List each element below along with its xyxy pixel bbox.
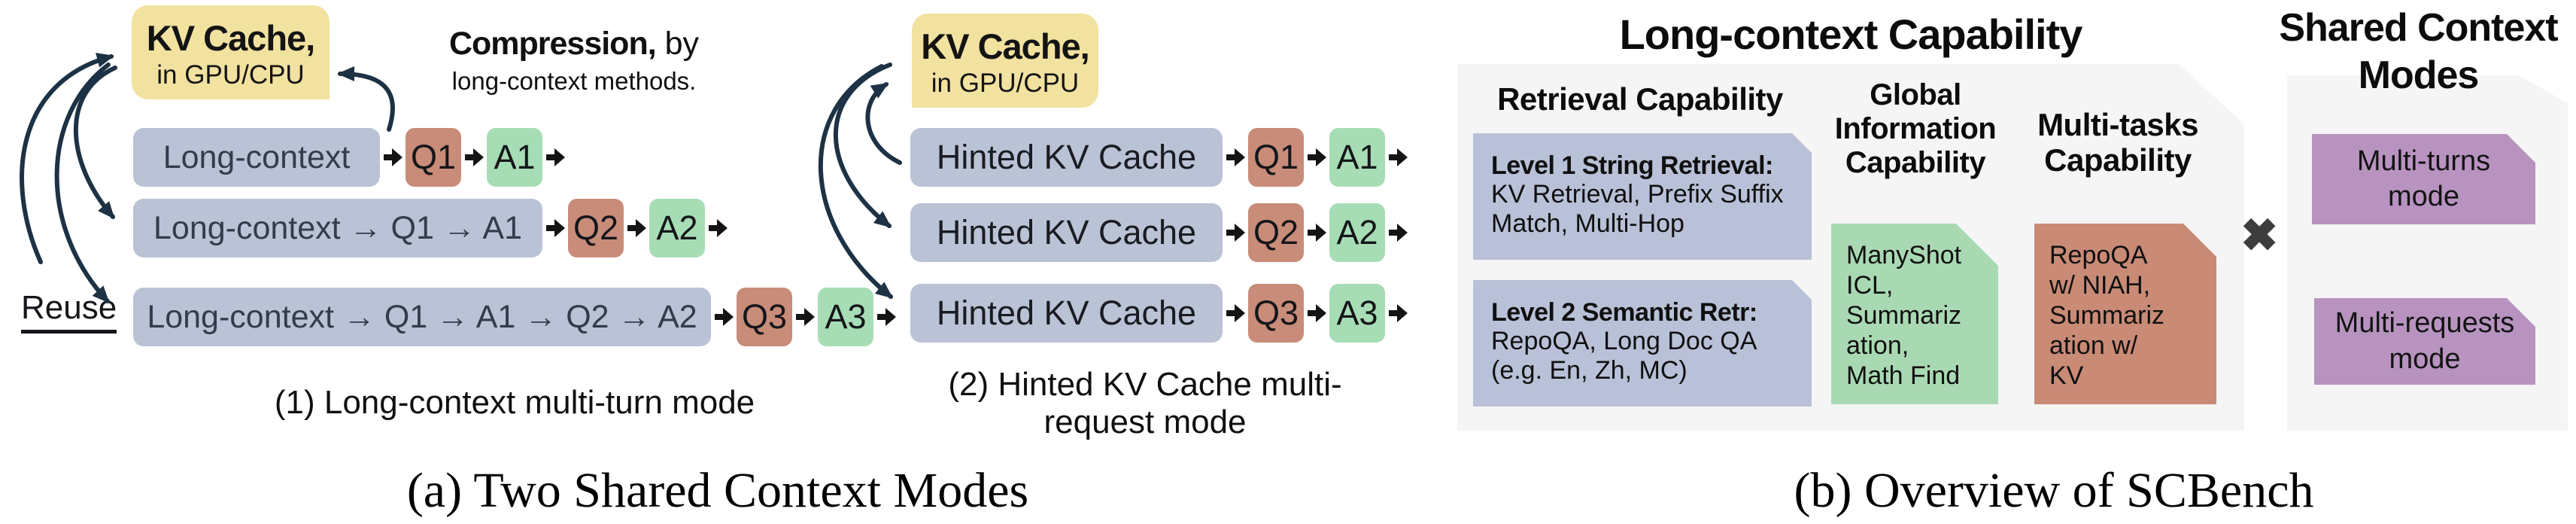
compression-line1: Compression, by [356, 26, 792, 62]
context-row: Hinted KV Cache Q2 A2 [910, 203, 1411, 262]
cache-to-request2-arrow [834, 62, 892, 228]
cache-to-request3-arrow [818, 64, 894, 299]
context-row: Long-context Q1 A1 [133, 128, 568, 187]
question-box: Q3 [1248, 284, 1304, 343]
context-box: Long-context → Q1 → A1 → Q2 → A2 [133, 288, 711, 346]
shared-modes-title: Shared Context Modes [2279, 6, 2558, 98]
compression-note: Compression, by long-context methods. [356, 26, 792, 96]
multi-turns-mode-box: Multi-turns mode [2312, 134, 2535, 224]
arrow-icon [1305, 203, 1328, 262]
figure-caption-a: (a) Two Shared Context Modes [406, 463, 1029, 518]
multi-tasks-box: RepoQA w/ NIAH, Summariz ation w/ KV [2034, 224, 2216, 404]
answer-box: A1 [1329, 128, 1385, 187]
level2-tasks: RepoQA, Long Doc QA (e.g. En, Zh, MC) [1491, 327, 1756, 385]
level1-tasks: KV Retrieval, Prefix Suffix Match, Multi… [1491, 180, 1784, 238]
overview-title: Long-context Capability [1619, 11, 2083, 58]
multi-requests-mode-box: Multi-requests mode [2314, 298, 2535, 385]
context-row: Long-context → Q1 → A1 Q2 A2 [133, 199, 731, 257]
arrow-icon [463, 128, 485, 187]
kv-cache-title: KV Cache, [921, 26, 1089, 66]
arrow-icon [1387, 203, 1409, 262]
context-row: Long-context → Q1 → A1 → Q2 → A2 Q3 A3 [133, 288, 899, 346]
kv-cache-box-2: KV Cache, in GPU/CPU [912, 14, 1098, 108]
arrow-icon [1305, 128, 1328, 187]
cache-to-turn3-arrow [54, 62, 111, 303]
reuse-label: Reuse [21, 289, 117, 334]
arrow-icon [544, 128, 567, 187]
question-box: Q2 [568, 199, 624, 257]
answer-box: A2 [649, 199, 705, 257]
compression-bold: Compression, [448, 26, 657, 62]
compression-rest: by [655, 26, 700, 62]
context-row: Hinted KV Cache Q3 A3 [910, 284, 1411, 343]
kv-cache-subtitle: in GPU/CPU [156, 60, 305, 90]
arrow-icon [712, 288, 735, 346]
arrow-icon [1387, 128, 1409, 187]
global-information-tasks-box: ManyShot ICL, Summariz ation, Math Find [1831, 224, 1998, 404]
compression-line2: long-context methods. [451, 67, 697, 95]
context-box: Long-context → Q1 → A1 [133, 199, 542, 257]
level1-title: Level 1 String Retrieval: [1491, 151, 1773, 180]
cache-to-turn2-arrow [74, 66, 117, 220]
reuse-to-cache-arrow [20, 53, 114, 264]
level1-string-retrieval-box: Level 1 String Retrieval: KV Retrieval, … [1473, 133, 1812, 260]
arrow-icon [794, 288, 816, 346]
mode-caption-2-line2: request mode [1043, 404, 1247, 440]
column-header-retrieval: Retrieval Capability [1497, 81, 1783, 117]
context-box: Hinted KV Cache [910, 203, 1223, 262]
level2-semantic-retrieval-box: Level 2 Semantic Retr: RepoQA, Long Doc … [1473, 280, 1812, 407]
request1-to-cache-arrow [865, 82, 902, 165]
arrow-icon [1224, 284, 1247, 343]
answer-box: A2 [1329, 203, 1385, 262]
context-row: Hinted KV Cache Q1 A1 [910, 128, 1411, 187]
arrow-icon [1387, 284, 1409, 343]
arrow-icon [1224, 128, 1247, 187]
mode-caption-2-line1: (2) Hinted KV Cache multi- [948, 366, 1342, 403]
column-header-global-information: Global Information Capability [1834, 78, 1997, 179]
answer-box: A1 [487, 128, 542, 187]
answer-box: A3 [1329, 284, 1385, 343]
column-header-multi-tasks: Multi-tasks Capability [2037, 107, 2198, 178]
question-box: Q2 [1248, 203, 1304, 262]
kv-cache-subtitle: in GPU/CPU [931, 69, 1080, 98]
arrow-icon [1224, 203, 1247, 262]
arrow-icon [544, 199, 567, 257]
context-box: Long-context [133, 128, 380, 187]
cross-icon: ✖ [2240, 210, 2279, 260]
level2-title: Level 2 Semantic Retr: [1491, 298, 1757, 327]
arrow-icon [1305, 284, 1328, 343]
arrow-icon [875, 288, 898, 346]
mode-caption-2: (2) Hinted KV Cache multi- request mode [844, 366, 1446, 441]
question-box: Q1 [1248, 128, 1304, 187]
context-box: Hinted KV Cache [910, 284, 1223, 343]
question-box: Q1 [406, 128, 461, 187]
arrow-icon [381, 128, 404, 187]
mode-caption-1: (1) Long-context multi-turn mode [274, 384, 755, 421]
kv-cache-box-1: KV Cache, in GPU/CPU [132, 5, 330, 99]
arrow-icon [625, 199, 648, 257]
answer-box: A3 [818, 288, 873, 346]
figure-caption-b: (b) Overview of SCBench [1794, 463, 2314, 518]
context-box: Hinted KV Cache [910, 128, 1223, 187]
question-box: Q3 [737, 288, 792, 346]
arrow-icon [706, 199, 729, 257]
kv-cache-title: KV Cache, [146, 18, 315, 58]
